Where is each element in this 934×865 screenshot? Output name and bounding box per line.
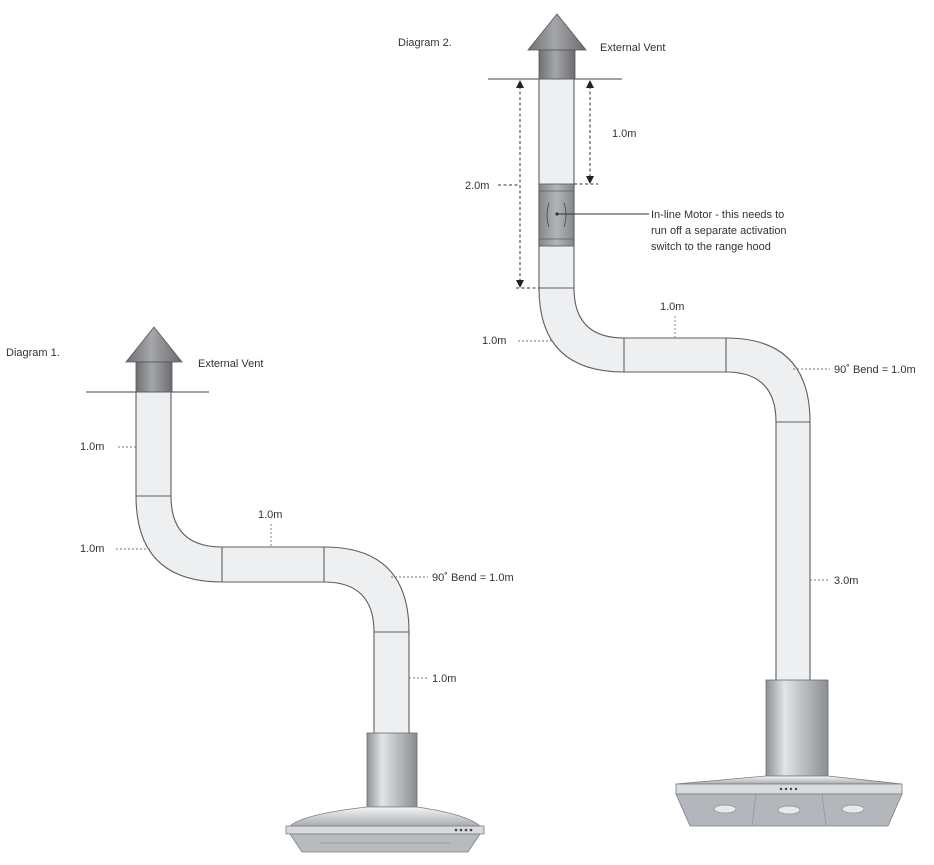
diagram-2-label-total-span: 2.0m (465, 180, 489, 192)
diagram-2-dimension-upper (574, 80, 598, 185)
diagram-1-duct (135, 391, 410, 736)
diagram-2-motor-label-line1: In-line Motor - this needs to (651, 209, 784, 221)
diagram-1-title: Diagram 1. (6, 347, 60, 359)
diagram-2-label-horizontal: 1.0m (660, 301, 684, 313)
diagram-1-label-vertical-top: 1.0m (80, 441, 104, 453)
diagram-2-range-hood-icon (675, 679, 903, 827)
diagram-1-label-vertical-bottom: 1.0m (432, 673, 456, 685)
diagram-1-external-vent-icon (125, 326, 183, 393)
diagram-2-motor-label-line2: run off a separate activation (651, 225, 787, 237)
diagram-2-label-upper-span: 1.0m (612, 128, 636, 140)
diagram-1-label-bend-right: 90˚ Bend = 1.0m (432, 572, 514, 584)
diagram-1-range-hood-icon (285, 732, 485, 853)
diagram-2-title: Diagram 2. (398, 37, 452, 49)
diagram-2-inline-motor-icon (538, 183, 575, 247)
diagram-2: Diagram 2. External Vent In-line Motor -… (398, 13, 916, 827)
diagram-2-duct (538, 78, 811, 684)
diagram-1-vent-label: External Vent (198, 358, 263, 370)
diagram-2-external-vent-icon (527, 13, 587, 80)
diagram-2-vent-label: External Vent (600, 42, 665, 54)
diagram-1: Diagram 1. External Vent 1.0m 1.0m 1.0m … (6, 326, 514, 853)
diagram-2-motor-label-line3: switch to the range hood (651, 241, 771, 253)
diagram-1-label-horizontal: 1.0m (258, 509, 282, 521)
diagram-2-label-bend-top: 1.0m (482, 335, 506, 347)
diagram-1-label-bend-top: 1.0m (80, 543, 104, 555)
diagram-2-label-vertical-bottom: 3.0m (834, 575, 858, 587)
diagram-2-label-bend-right: 90˚ Bend = 1.0m (834, 364, 916, 376)
diagram-2-dimension-total (498, 80, 539, 289)
